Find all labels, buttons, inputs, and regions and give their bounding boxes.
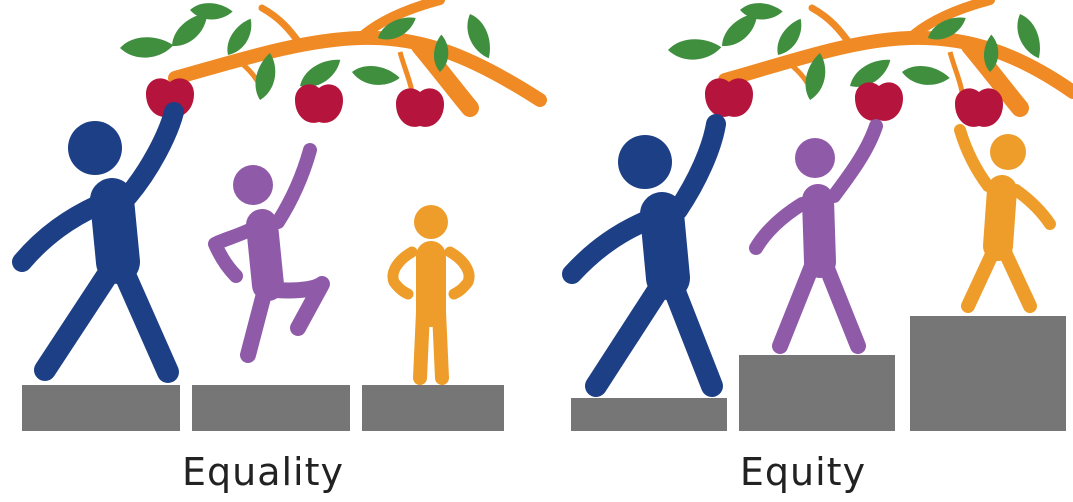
tree-branch-icon xyxy=(168,0,547,117)
equality-panel xyxy=(12,0,547,431)
apple-icon xyxy=(705,78,753,117)
equality-caption: Equality xyxy=(181,450,344,494)
apple-icon xyxy=(855,82,903,121)
person-icon xyxy=(954,124,1056,313)
equity-panel xyxy=(562,0,1073,431)
box-icon xyxy=(192,385,350,431)
apple-icon xyxy=(955,88,1003,127)
equity-caption: Equity xyxy=(739,450,867,494)
person-icon xyxy=(562,114,726,397)
box-icon xyxy=(362,385,504,431)
person-icon xyxy=(749,119,883,354)
box-icon xyxy=(739,355,895,431)
person-icon xyxy=(387,205,475,385)
person-icon xyxy=(208,143,330,363)
apple-icon xyxy=(396,88,444,127)
box-icon xyxy=(22,385,180,431)
person-icon xyxy=(12,102,184,383)
apples xyxy=(146,78,444,127)
box-icon xyxy=(571,398,727,431)
tree-branch-icon xyxy=(718,0,1073,117)
box-icon xyxy=(910,316,1066,431)
apple-icon xyxy=(295,84,343,123)
